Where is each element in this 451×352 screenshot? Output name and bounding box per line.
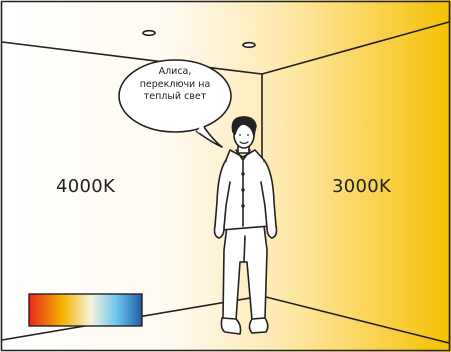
color-temperature-scale [29,294,142,326]
temperature-label-left: 4000K [56,176,115,197]
speech-line: Алиса, [121,66,229,79]
temperature-label-right: 3000K [332,176,391,197]
speech-line: теплый свет [121,91,229,104]
ceiling-light-icon [143,31,155,36]
speech-bubble-text: Алиса, переключи на теплый свет [121,66,229,104]
ceiling-light-icon [243,43,255,48]
speech-line: переключи на [121,79,229,92]
